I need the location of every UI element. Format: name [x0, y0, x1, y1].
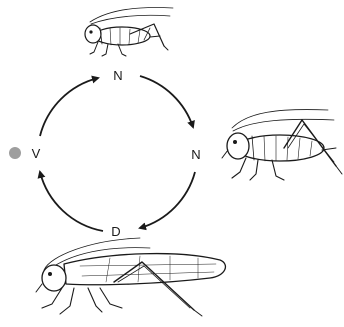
arrow-right-to-bottom — [140, 172, 195, 228]
arrow-left-to-top — [40, 78, 98, 136]
cricket-nymph-small-icon — [85, 8, 173, 56]
stage-label-left: V — [32, 146, 41, 161]
stage-label-bottom: D — [111, 224, 120, 239]
stage-label-right: N — [191, 147, 200, 162]
cricket-adult-icon — [36, 238, 225, 316]
arrow-top-to-right — [140, 76, 193, 127]
arrow-bottom-to-left — [40, 172, 103, 231]
cricket-nymph-large-icon — [222, 110, 342, 180]
stage-label-top: N — [113, 68, 122, 83]
current-stage-marker-dot — [9, 147, 21, 159]
